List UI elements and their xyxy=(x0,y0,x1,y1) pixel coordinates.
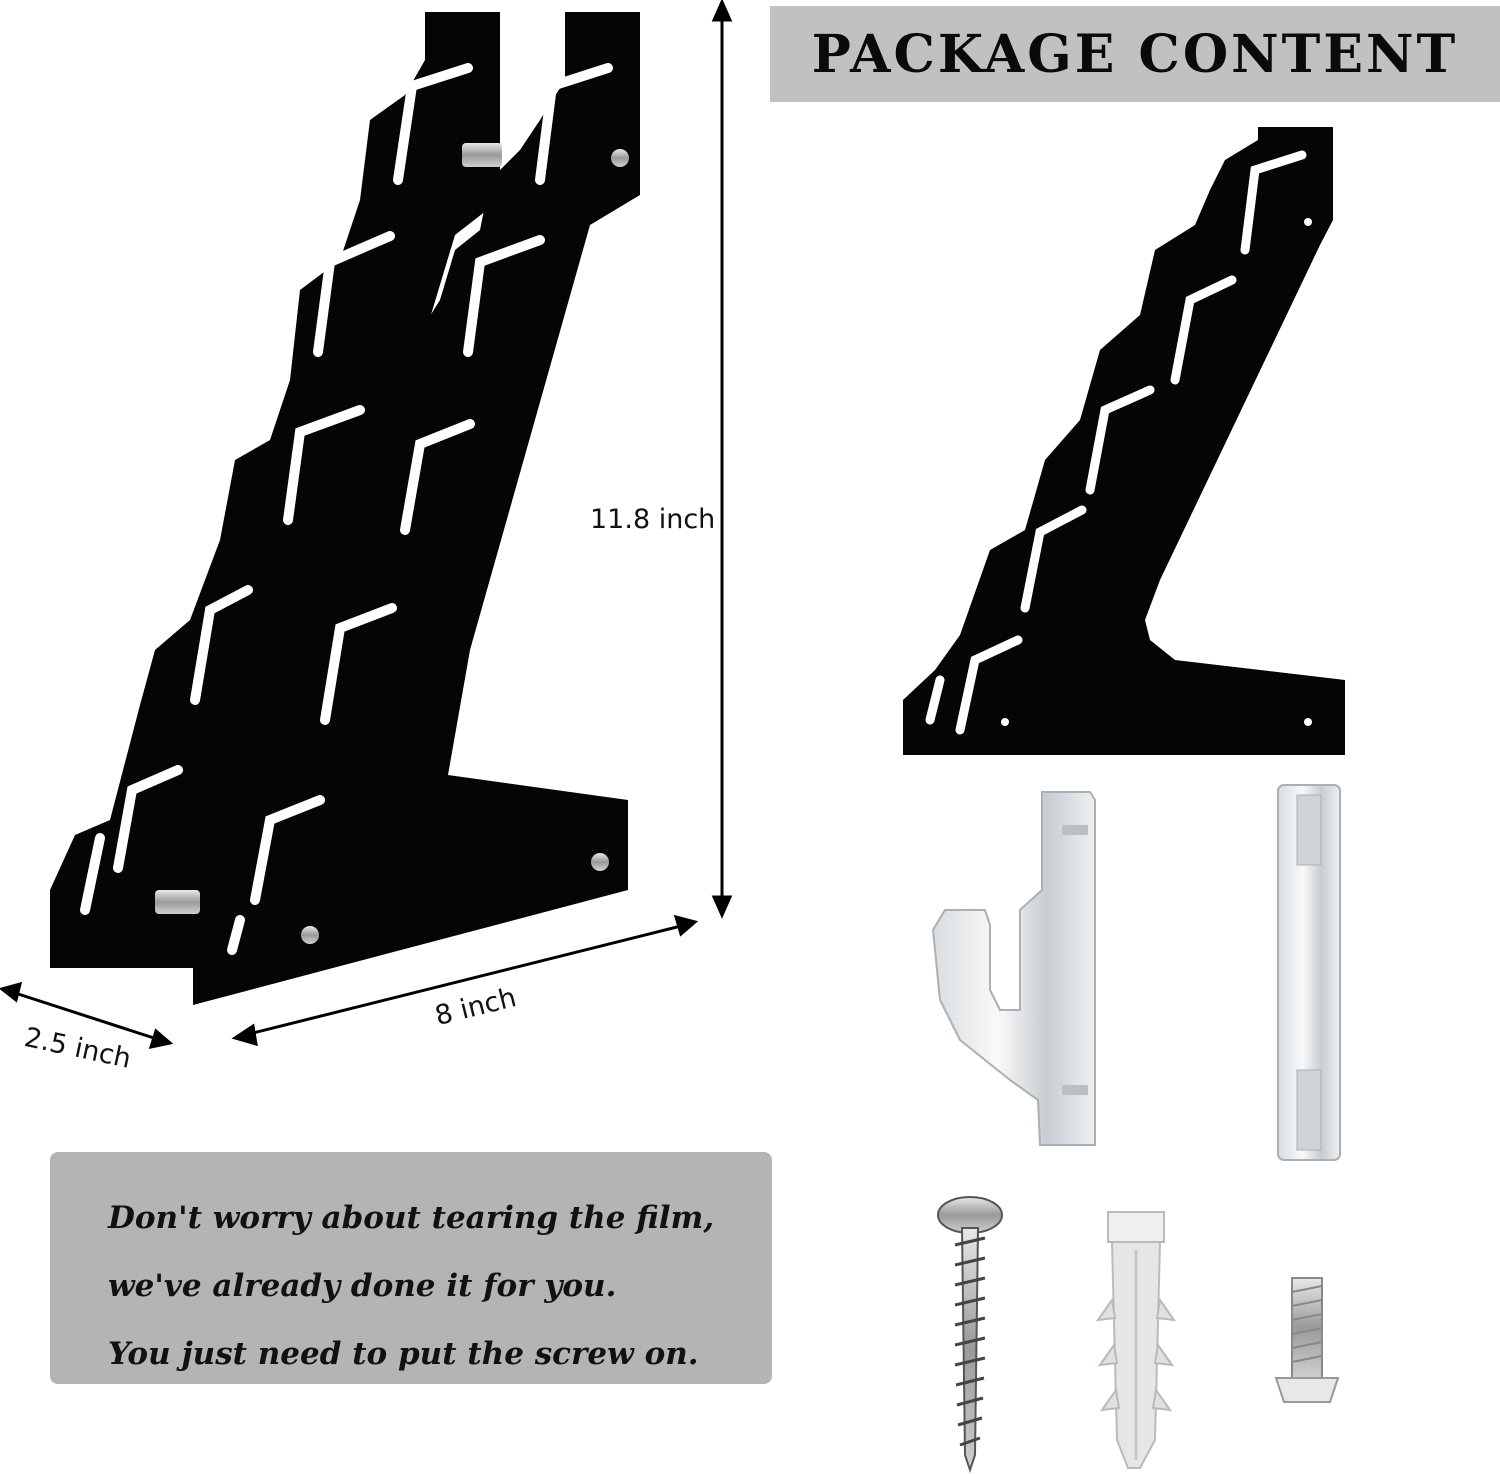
note-line-2: we've already done it for you. xyxy=(108,1268,617,1304)
note-line-1: Don't worry about tearing the film, xyxy=(108,1200,715,1236)
wall-anchor xyxy=(1095,1211,1177,1469)
note-box: Don't worry about tearing the film, we'v… xyxy=(50,1152,772,1384)
note-line-3: You just need to put the screw on. xyxy=(108,1336,699,1372)
height-label: 11.8 inch xyxy=(590,504,716,535)
back-slots xyxy=(227,63,613,955)
page-title: PACKAGE CONTENT xyxy=(811,23,1459,85)
title-banner: PACKAGE CONTENT xyxy=(770,6,1500,102)
spacer-rod-bottom xyxy=(155,890,200,914)
spacer-rod-top xyxy=(462,143,502,167)
machine-screw xyxy=(1274,1277,1340,1403)
rack-panel-front xyxy=(50,12,500,968)
content-panel-slots xyxy=(925,150,1307,735)
wall-hook-bracket xyxy=(931,791,1096,1146)
acrylic-spacer-rod xyxy=(1277,784,1341,1161)
dimension-lines xyxy=(0,0,733,1049)
content-rack-panel xyxy=(903,127,1345,755)
front-slots xyxy=(80,63,473,915)
content-panel-holes xyxy=(1001,218,1312,726)
wood-screw xyxy=(937,1196,1003,1474)
panel-screw-heads xyxy=(301,149,629,944)
